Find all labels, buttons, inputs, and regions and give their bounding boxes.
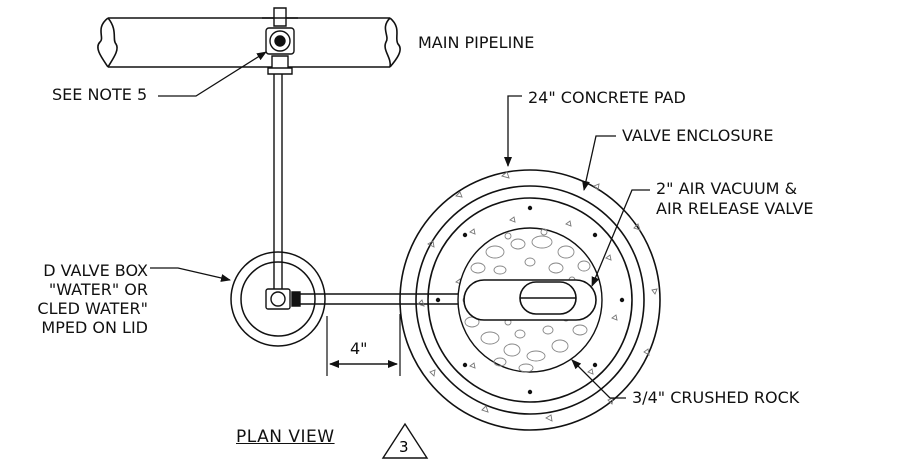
label-valve-enclosure: VALVE ENCLOSURE — [622, 126, 774, 145]
label-see-note-5: SEE NOTE 5 — [52, 85, 148, 104]
air-release-valve — [464, 280, 596, 320]
revision-triangle — [383, 424, 427, 458]
revision-number: 3 — [399, 438, 409, 456]
label-main-pipeline: MAIN PIPELINE — [418, 33, 535, 52]
main-pipeline — [98, 18, 400, 67]
view-title: PLAN VIEW — [236, 427, 335, 447]
valve-enclosure — [416, 186, 644, 414]
label-valve-box-line4: MPED ON LID — [41, 318, 148, 337]
service-line-vertical — [274, 74, 282, 292]
label-valve-box-line3: CLED WATER" — [37, 299, 148, 318]
label-air-valve-line1: 2" AIR VACUUM & — [656, 179, 798, 198]
label-valve-box-line2: "WATER" OR — [48, 280, 148, 299]
label-valve-box-line1: D VALVE BOX — [43, 261, 148, 280]
dimension-4in — [327, 314, 400, 376]
enclosure-bolts — [435, 205, 625, 395]
label-crushed-rock: 3/4" CRUSHED ROCK — [632, 388, 800, 407]
service-line-horizontal — [300, 294, 468, 304]
label-air-valve-line2: AIR RELEASE VALVE — [656, 199, 814, 218]
concrete-pad — [400, 170, 660, 430]
curb-stop-valve — [266, 289, 300, 309]
label-dimension: 4" — [350, 339, 368, 358]
valve-box — [231, 252, 325, 346]
leader-lines — [150, 51, 650, 399]
pipeline-saddle — [262, 8, 298, 74]
label-concrete-pad: 24" CONCRETE PAD — [528, 88, 686, 107]
